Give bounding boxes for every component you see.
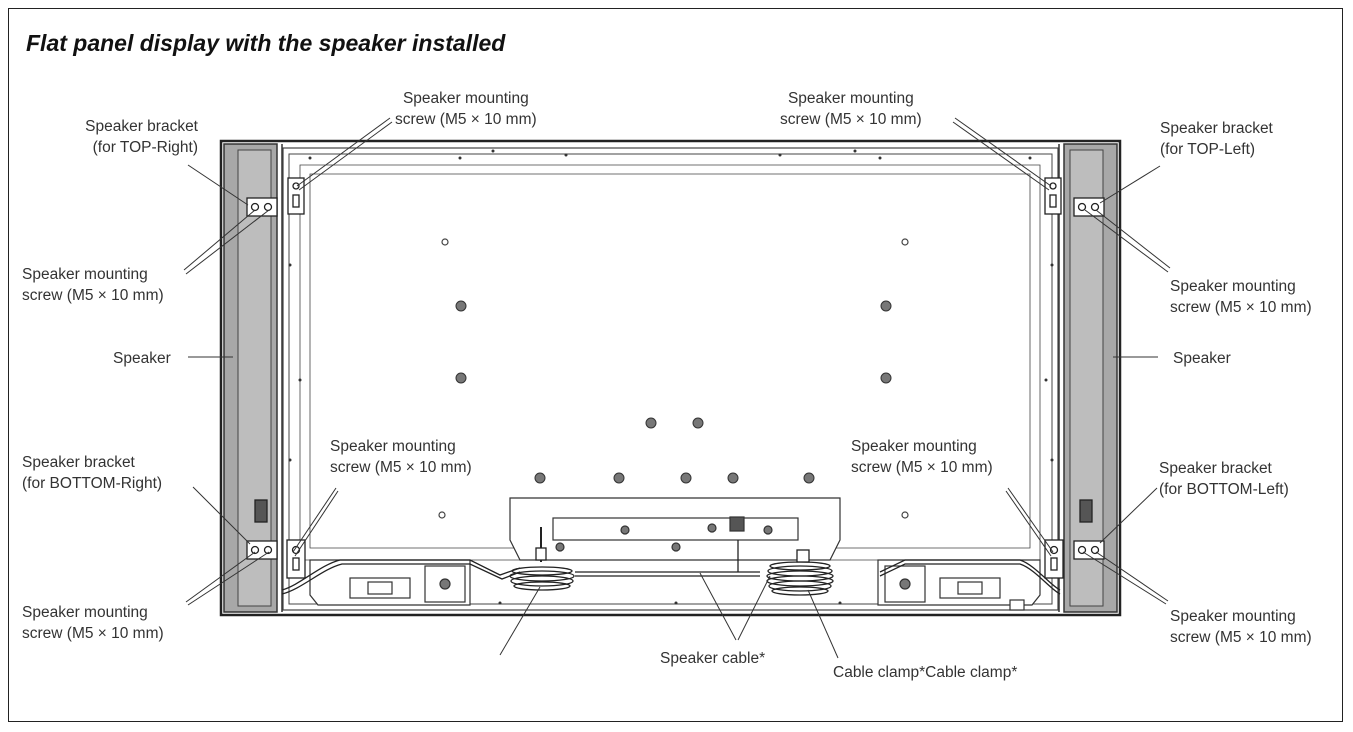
label-screw-top-center-left: Speaker mounting screw (M5 × 10 mm): [395, 90, 537, 128]
speaker-right: [1058, 143, 1118, 613]
label-screw-upper-right: Speaker mounting screw (M5 × 10 mm): [1170, 278, 1312, 316]
label-screw-lower-right: Speaker mounting screw (M5 × 10 mm): [1170, 608, 1312, 646]
label-screw-mid-bottom-right: Speaker mounting screw (M5 × 10 mm): [851, 438, 993, 476]
diagram-frame: [8, 8, 1343, 722]
bracket-bottom-right: [246, 499, 306, 579]
mounting-holes: [438, 238, 909, 519]
bottom-chassis-right: [877, 559, 1041, 611]
label-bracket-top-right: Speaker bracket (for TOP-Right): [85, 118, 198, 156]
bracket-bottom-left: [1044, 499, 1105, 579]
bracket-top-left: [1044, 177, 1105, 217]
label-screw-mid-bottom-left: Speaker mounting screw (M5 × 10 mm): [330, 438, 472, 476]
label-speaker-right: Speaker: [1173, 350, 1231, 367]
panel-dots: [288, 149, 1054, 605]
bracket-top-right: [246, 177, 305, 217]
label-bracket-top-left: Speaker bracket (for TOP-Left): [1160, 120, 1273, 158]
bottom-chassis-left: [309, 559, 471, 606]
cable-coil-left: [509, 527, 575, 591]
terminal-board: [509, 497, 841, 561]
rear-panel: [282, 147, 1059, 611]
label-screw-upper-left: Speaker mounting screw (M5 × 10 mm): [22, 266, 164, 304]
speaker-cable: [281, 540, 1061, 595]
label-bracket-bottom-left: Speaker bracket (for BOTTOM-Left): [1159, 460, 1289, 498]
label-screw-lower-left: Speaker mounting screw (M5 × 10 mm): [22, 604, 164, 642]
label-speaker-left: Speaker: [113, 350, 171, 367]
diagram-title: Flat panel display with the speaker inst…: [26, 30, 506, 56]
label-speaker-cable: Speaker cable*: [660, 650, 766, 667]
label-cable-clamp: Cable clamp*Cable clamp*: [833, 664, 1018, 681]
label-screw-top-center-right: Speaker mounting screw (M5 × 10 mm): [780, 90, 922, 128]
label-bracket-bottom-right: Speaker bracket (for BOTTOM-Right): [22, 454, 163, 492]
speaker-left: [223, 143, 283, 613]
leader-lines: [183, 117, 1171, 659]
